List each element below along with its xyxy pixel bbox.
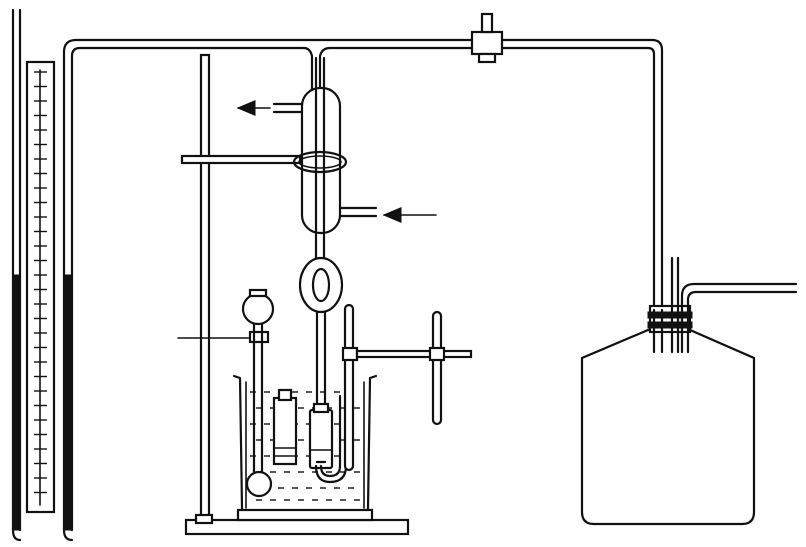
buffer-bottle: [580, 256, 798, 526]
funnel-stopper[interactable]: [248, 288, 268, 298]
thermometer-stem: [343, 303, 355, 472]
manometer-right-tube-outer: [62, 38, 302, 532]
beaker: [232, 374, 378, 522]
sample-tube-left: [272, 388, 298, 466]
stand-base: [184, 518, 410, 536]
thermometer-clamp: [341, 346, 359, 362]
test-tube-center: [308, 408, 334, 470]
stopcock-body: [470, 30, 504, 56]
reflux-condenser: [272, 56, 378, 264]
condenser-jacket: [300, 86, 342, 235]
thermometer-clamp-arm: [355, 349, 473, 359]
top-line-outer: [328, 38, 664, 312]
funnel-bulb: [241, 292, 275, 326]
funnel-stopcock[interactable]: [248, 330, 270, 344]
manometer-right-tube-inner: [70, 46, 306, 532]
mercury-column-right: [63, 274, 73, 531]
test-tube-left: [272, 396, 298, 466]
funnel-tip-bulb: [245, 470, 273, 498]
ruler-scale: [25, 60, 56, 514]
manometer: [11, 8, 306, 542]
mercury-column-left: [12, 274, 21, 531]
sample-tube-center: [308, 402, 334, 470]
clamp-arm: [180, 154, 302, 165]
bulb-outer: [298, 256, 344, 314]
bulb-inner: [311, 267, 331, 303]
u-bend-tube: [319, 394, 342, 478]
bottle-outlet-tube: [680, 282, 798, 354]
condenser-clamp-ring: [292, 150, 348, 174]
stopcock-handle[interactable]: [480, 12, 494, 34]
bottle-body: [580, 328, 756, 526]
dropping-funnel[interactable]: [241, 288, 275, 498]
beaker-base: [236, 508, 374, 522]
stand-rod: [199, 53, 211, 522]
ruler-ticks: [34, 71, 47, 494]
top-line-inner: [328, 46, 656, 312]
stopcock-outlet: [477, 52, 497, 64]
three-way-stopcock[interactable]: [470, 12, 504, 64]
thermometer: [341, 303, 473, 472]
clamp-support-rod: [431, 310, 443, 426]
vacuum-line: [298, 38, 664, 312]
